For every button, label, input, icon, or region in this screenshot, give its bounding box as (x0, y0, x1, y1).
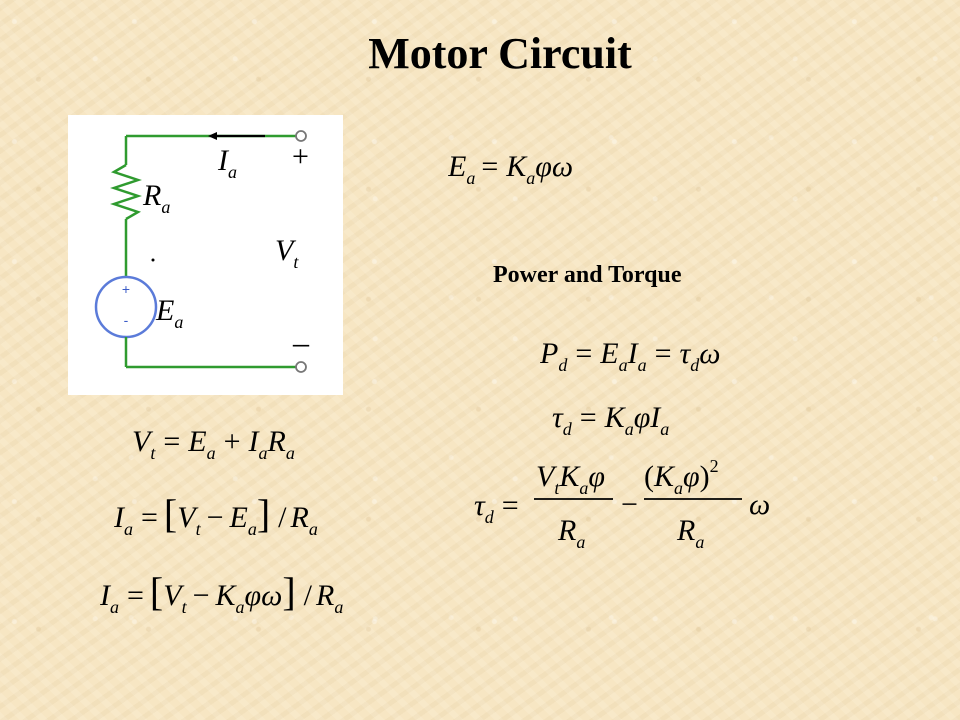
svg-text:(Kaφ)2: (Kaφ)2 (644, 456, 719, 498)
bottom-terminal (295, 361, 307, 373)
svg-text:Ea=Kaφω: Ea=Kaφω (448, 150, 573, 188)
slide-title: Motor Circuit (368, 29, 632, 78)
emf-label: Ea (155, 294, 183, 332)
svg-text:Vt=Ea+IaRa: Vt=Ea+IaRa (132, 425, 295, 463)
circuit-background (68, 115, 343, 395)
torque-equation: τd=KaφIa (552, 401, 669, 439)
minus-sign: – (292, 324, 310, 360)
power-equation: Pd=EaIa=τdω (540, 337, 720, 375)
svg-text:ω: ω (749, 488, 770, 521)
current-equation-2: Ia=[Vt−Kaφω]/Ra (100, 570, 343, 617)
voltage-equation: Vt=Ea+IaRa (132, 425, 295, 463)
svg-text:Ra: Ra (676, 514, 704, 552)
svg-text:Ia=[Vt−Kaφω]/Ra: Ia=[Vt−Kaφω]/Ra (100, 570, 343, 617)
emf-equation: Ea=Kaφω (448, 150, 573, 188)
svg-text:τd=: τd= (474, 489, 519, 527)
svg-text:Ia=[Vt−Ea]/Ra: Ia=[Vt−Ea]/Ra (114, 492, 318, 539)
power-and-torque-title: Power and Torque (493, 262, 682, 288)
svg-text:τd=KaφIa: τd=KaφIa (552, 401, 669, 439)
terminal-voltage-label: Vt (275, 234, 299, 272)
svg-text:−: − (621, 488, 638, 521)
current-label: Ia (217, 144, 237, 182)
source-minus-text: - (124, 312, 129, 328)
svg-text:Pd=EaIa=τdω: Pd=EaIa=τdω (540, 337, 720, 375)
current-equation-1: Ia=[Vt−Ea]/Ra (114, 492, 318, 539)
motor-circuit-diagram: + - Ia Ra Vt Ea + – (68, 115, 343, 395)
resistor-label: Ra (142, 179, 170, 217)
top-terminal (295, 130, 307, 142)
small-dot (151, 258, 155, 262)
resistor-symbol (110, 163, 142, 221)
full-torque-equation: τd= VtKaφ Ra − (Kaφ)2 Ra ω (474, 456, 770, 552)
svg-text:Ra: Ra (557, 514, 585, 552)
svg-text:VtKaφ: VtKaφ (536, 460, 605, 498)
source-plus-text: + (122, 281, 130, 297)
plus-sign: + (292, 140, 309, 173)
current-arrow-icon (208, 132, 217, 140)
